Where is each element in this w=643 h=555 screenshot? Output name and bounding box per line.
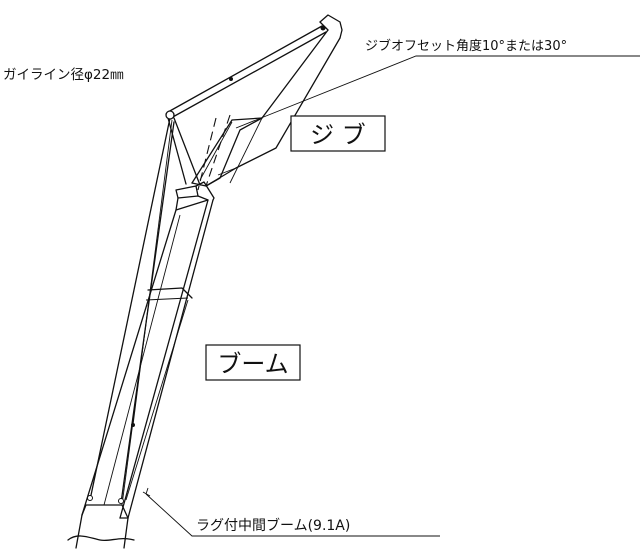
lug-boom-label: ラグ付中間ブーム(9.1A) xyxy=(196,517,350,534)
jib-label: ジ ブ xyxy=(310,121,366,149)
jib-body xyxy=(191,14,343,191)
boom-label: ブーム xyxy=(217,350,288,378)
leader-lines xyxy=(142,55,640,537)
boom-label-box: ブーム xyxy=(205,344,301,381)
pendant-lines xyxy=(89,117,201,504)
boom-body xyxy=(81,181,215,519)
jib-offset-label: ジブオフセット角度10°または30° xyxy=(365,38,567,54)
guyline-label: ガイライン径φ22㎜ xyxy=(3,67,124,83)
boom-foot-break xyxy=(67,514,135,549)
jib-label-box: ジ ブ xyxy=(290,115,386,152)
guy-line xyxy=(87,25,327,504)
